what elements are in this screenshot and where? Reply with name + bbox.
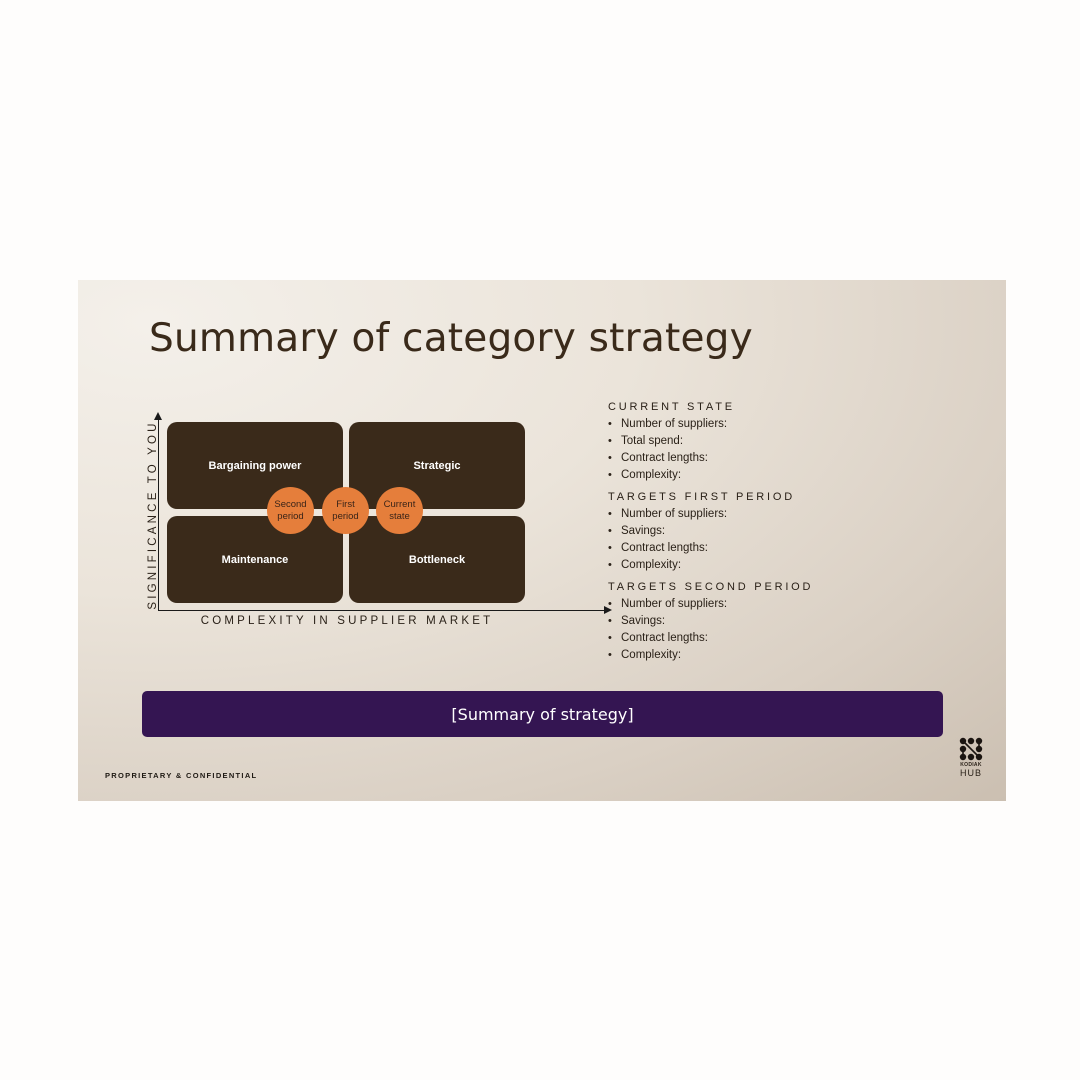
list-item: • Savings:	[608, 613, 908, 630]
bullet-icon: •	[608, 435, 612, 447]
bullet-icon: •	[608, 559, 612, 571]
bullet-icon: •	[608, 418, 612, 430]
bullet-icon: •	[608, 615, 612, 627]
item-label: Total spend:	[621, 435, 684, 447]
item-label: Contract lengths:	[621, 452, 708, 464]
item-label: Complexity:	[621, 469, 682, 481]
item-label: Number of suppliers:	[621, 418, 728, 430]
list-item: • Contract lengths:	[608, 630, 908, 647]
slide-title: Summary of category strategy	[149, 316, 753, 361]
marker-line1: First	[336, 499, 355, 510]
quadrant-bottleneck: Bottleneck	[349, 516, 525, 603]
quadrant-maintenance: Maintenance	[167, 516, 343, 603]
list-item: • Number of suppliers:	[608, 596, 908, 613]
section-title: TARGETS SECOND PERIOD	[608, 581, 814, 593]
list-item: • Complexity:	[608, 557, 908, 574]
logo-text-hub: HUB	[959, 768, 982, 778]
marker-line1: Current	[383, 499, 416, 510]
item-label: Number of suppliers:	[621, 508, 728, 520]
bullet-icon: •	[608, 598, 612, 610]
marker-first-period: First period	[322, 487, 369, 534]
list-item: • Savings:	[608, 523, 908, 540]
list-item: • Complexity:	[608, 647, 908, 664]
list-item: • Contract lengths:	[608, 450, 908, 467]
marker-current-state: Current state	[376, 487, 423, 534]
confidential-footer: PROPRIETARY & CONFIDENTIAL	[105, 771, 258, 780]
section-targets-second-period: TARGETS SECOND PERIOD • Number of supplie…	[608, 579, 908, 664]
bullet-icon: •	[608, 542, 612, 554]
bullet-icon: •	[608, 649, 612, 661]
marker-line2: period	[277, 510, 304, 522]
section-targets-first-period: TARGETS FIRST PERIOD • Number of supplier…	[608, 489, 908, 574]
marker-line1: Second	[274, 499, 307, 510]
item-label: Complexity:	[621, 649, 682, 661]
bullet-icon: •	[608, 632, 612, 644]
item-label: Savings:	[621, 615, 666, 627]
x-axis-label: COMPLEXITY IN SUPPLIER MARKET	[200, 615, 494, 627]
list-item: • Number of suppliers:	[608, 416, 908, 433]
kodiak-hub-logo: KODIAK HUB	[956, 736, 986, 780]
quadrant-strategic: Strategic	[349, 422, 525, 509]
item-label: Savings:	[621, 525, 666, 537]
list-item: • Contract lengths:	[608, 540, 908, 557]
y-axis-arrow-icon	[154, 412, 162, 420]
section-title: TARGETS FIRST PERIOD	[608, 491, 795, 503]
y-axis-line	[158, 416, 159, 611]
section-title: CURRENT STATE	[608, 401, 735, 413]
bullet-icon: •	[608, 525, 612, 537]
list-item: • Total spend:	[608, 433, 908, 450]
item-label: Contract lengths:	[621, 632, 708, 644]
targets-list: CURRENT STATE • Number of suppliers: • Tot…	[608, 399, 908, 669]
item-label: Contract lengths:	[621, 542, 708, 554]
marker-line2: state	[389, 510, 410, 522]
bullet-icon: •	[608, 508, 612, 520]
kodiak-hub-logo-icon	[959, 737, 983, 761]
logo-text-kodiak: KODIAK	[960, 762, 982, 768]
x-axis-arrow-icon	[604, 606, 612, 614]
quadrant-bargaining-power: Bargaining power	[167, 422, 343, 509]
marker-line2: period	[332, 510, 359, 522]
x-axis-line	[158, 610, 604, 611]
section-current-state: CURRENT STATE • Number of suppliers: • Tot…	[608, 399, 908, 484]
item-label: Number of suppliers:	[621, 598, 728, 610]
summary-text: [Summary of strategy]	[451, 704, 634, 724]
y-axis-label: SIGNIFICANCE TO YOU	[147, 420, 159, 610]
item-label: Complexity:	[621, 559, 682, 571]
marker-second-period: Second period	[267, 487, 314, 534]
bullet-icon: •	[608, 452, 612, 464]
slide: Summary of category strategy SIGNIFICANC…	[78, 280, 1006, 801]
list-item: • Complexity:	[608, 467, 908, 484]
list-item: • Number of suppliers:	[608, 506, 908, 523]
bullet-icon: •	[608, 469, 612, 481]
summary-bar: [Summary of strategy]	[142, 691, 943, 737]
